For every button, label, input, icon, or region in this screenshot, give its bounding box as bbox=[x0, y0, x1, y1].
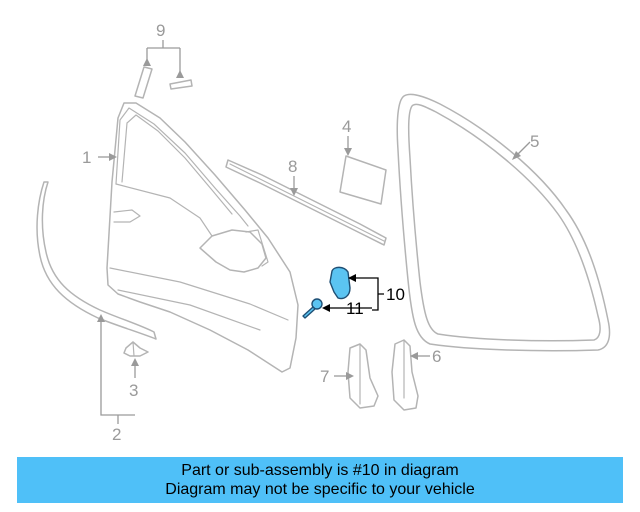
banner-line-1: Part or sub-assembly is #10 in diagram bbox=[181, 462, 459, 479]
callout-10: 10 bbox=[386, 285, 405, 304]
banner-line-2: Diagram may not be specific to your vehi… bbox=[165, 481, 475, 498]
part-9-trim-strips bbox=[134, 66, 193, 99]
callout-8: 8 bbox=[288, 157, 297, 176]
leader-lines bbox=[97, 40, 531, 424]
part-10-highlighted bbox=[329, 266, 351, 300]
leader-lines-highlight bbox=[322, 274, 384, 312]
callouts: 9 1 4 5 8 3 2 6 7 10 11 bbox=[82, 21, 539, 444]
part-4-panel bbox=[339, 155, 387, 205]
callout-3: 3 bbox=[129, 381, 138, 400]
callout-6: 6 bbox=[432, 347, 441, 366]
part-2-weatherstrip bbox=[36, 181, 157, 340]
callout-2: 2 bbox=[112, 425, 121, 444]
callout-1: 1 bbox=[82, 148, 91, 167]
callout-4: 4 bbox=[342, 117, 351, 136]
part-3-clip bbox=[123, 341, 149, 357]
callout-9: 9 bbox=[156, 21, 165, 40]
part-5-body-seal bbox=[396, 93, 611, 352]
side-mirror bbox=[199, 229, 269, 273]
info-banner: Part or sub-assembly is #10 in diagram D… bbox=[17, 457, 623, 503]
part-11-screw bbox=[302, 298, 323, 319]
callout-11: 11 bbox=[346, 299, 364, 318]
part-7-pillar-trim bbox=[347, 343, 379, 409]
callout-7: 7 bbox=[320, 367, 329, 386]
part-8-belt-molding bbox=[225, 159, 387, 246]
part-6-pillar-trim bbox=[391, 339, 419, 411]
part-1-door-shell bbox=[106, 102, 299, 373]
callout-5: 5 bbox=[530, 132, 539, 151]
